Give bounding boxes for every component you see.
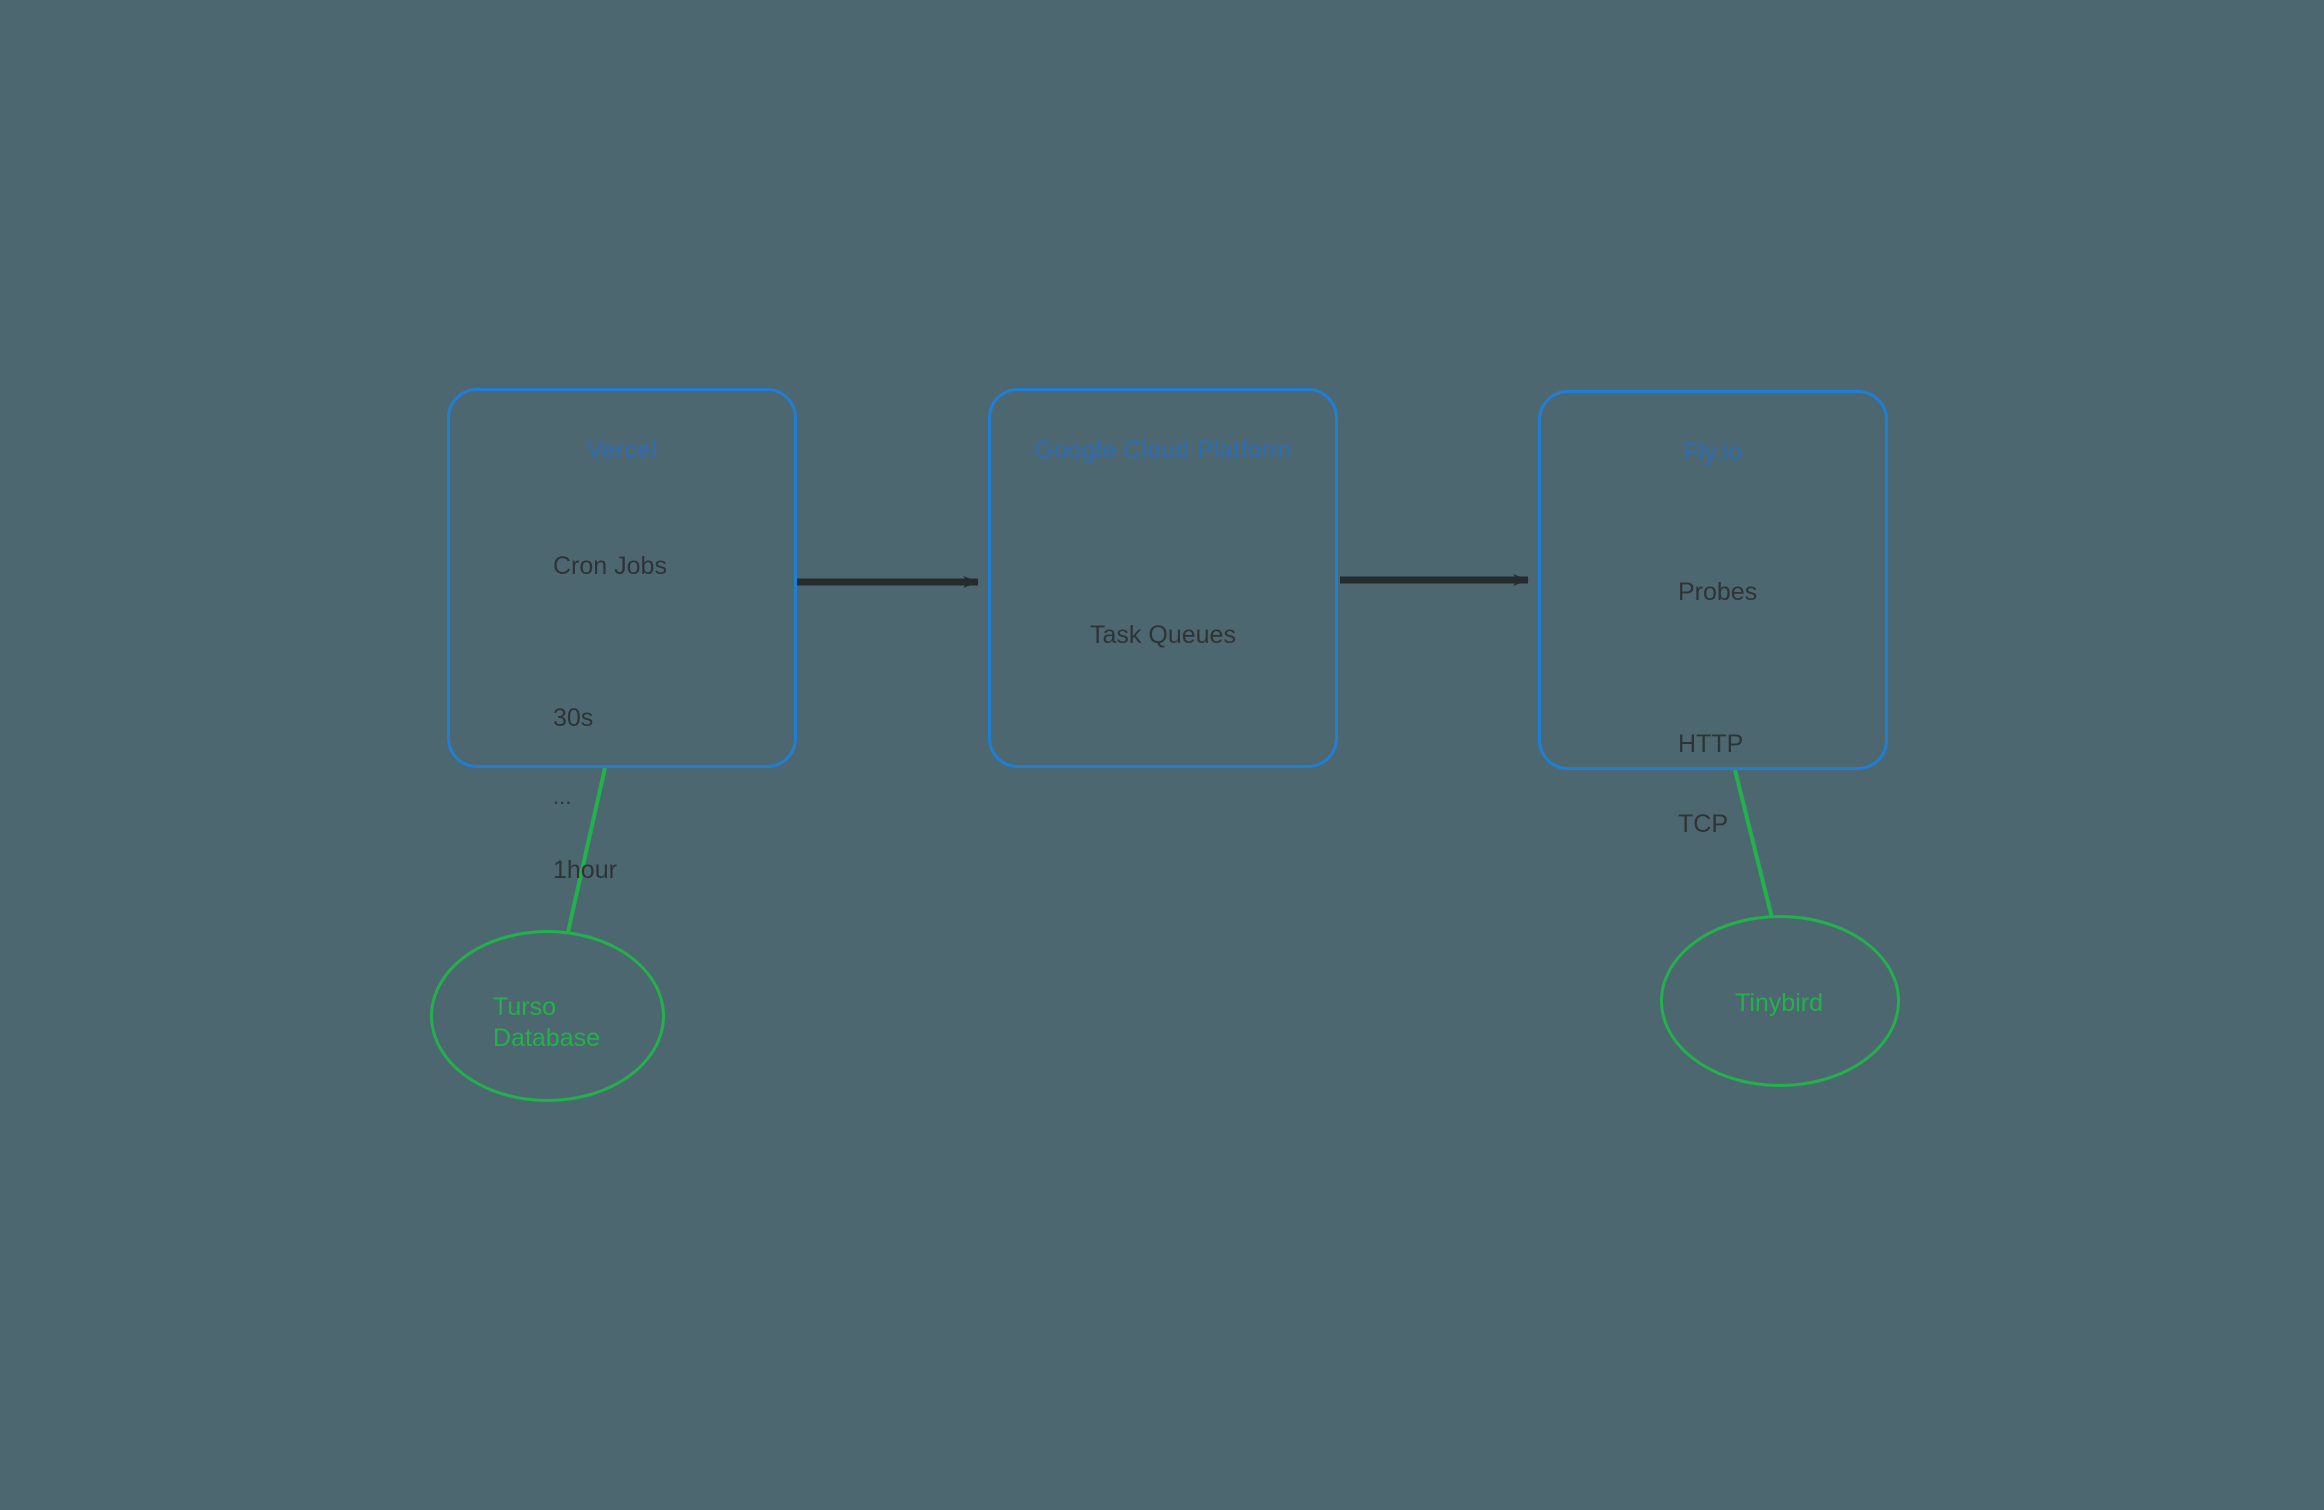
node-flyio-body: Probes HTTP TCP [1678,530,1757,892]
node-vercel[interactable]: Vercel Cron Jobs 30s ... 1hour [447,388,797,883]
vercel-line-cron-jobs: Cron Jobs [553,552,667,580]
gcp-line-task-queues: Task Queues [1090,621,1236,649]
flyio-line-tcp: TCP [1678,810,1728,838]
node-google-cloud-platform[interactable]: Google Cloud Platform Task Queues [988,388,1338,768]
node-turso-database-label: Turso Database [493,993,601,1052]
node-flyio-title: Fly.io [1683,438,1743,466]
node-gcp-title: Google Cloud Platform [1034,436,1292,464]
node-vercel-title: Vercel [586,436,658,464]
node-turso-database[interactable] [430,930,665,1102]
flyio-line-http: HTTP [1678,730,1744,758]
flyio-line-spacer [1678,660,1757,682]
node-tinybird-label: Tinybird [1735,989,1823,1017]
node-vercel-body: Cron Jobs 30s ... 1hour [553,504,667,938]
node-flyio[interactable]: Fly.io Probes HTTP TCP [1538,390,1888,837]
node-tinybird[interactable] [1660,915,1900,1087]
vercel-line-30s: 30s [553,704,594,732]
vercel-line-spacer [553,634,667,656]
vercel-line-1hour: 1hour [553,856,617,884]
flyio-line-probes: Probes [1678,578,1758,606]
node-gcp-body: Task Queues [991,573,1335,703]
vercel-line-ellipsis: ... [553,784,572,809]
